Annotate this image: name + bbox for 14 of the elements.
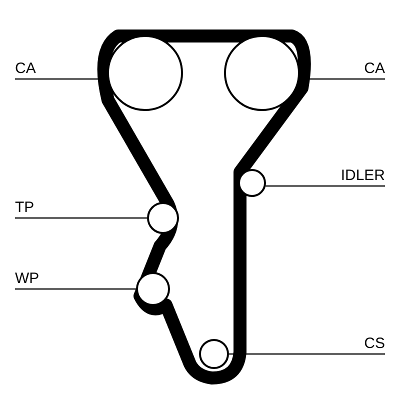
part-label: CS <box>364 336 385 351</box>
pulley <box>147 202 179 234</box>
part-label: TP <box>15 200 34 215</box>
part-label: CA <box>364 61 385 76</box>
leader-line <box>15 217 147 219</box>
leader-line <box>266 185 385 187</box>
pulley <box>238 169 266 197</box>
part-label: CA <box>15 61 36 76</box>
pulley <box>136 272 170 306</box>
leader-line <box>229 353 385 355</box>
part-label: WP <box>15 271 40 286</box>
part-label: IDLER <box>340 168 385 183</box>
leader-line <box>15 288 136 290</box>
pulley <box>199 339 229 369</box>
